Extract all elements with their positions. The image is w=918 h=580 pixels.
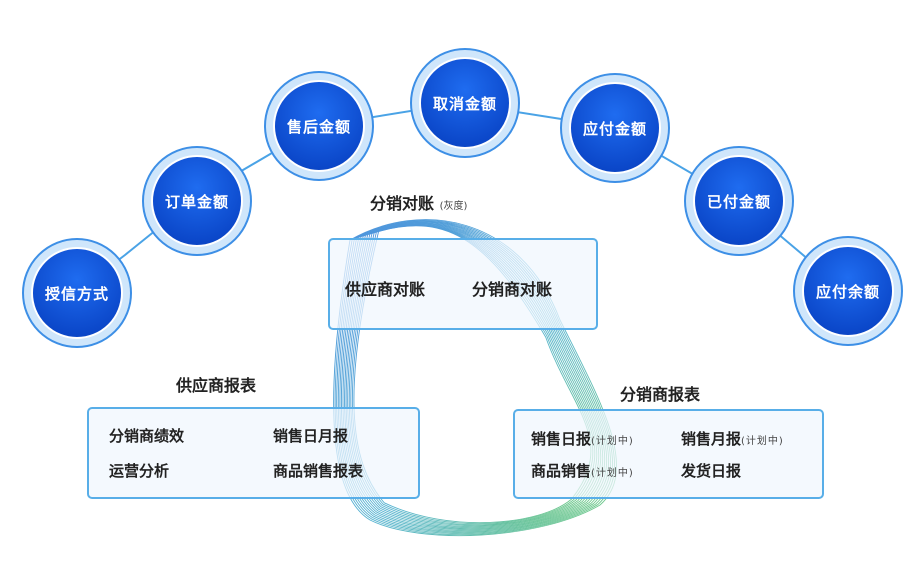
node-order-amount[interactable]: 订单金额 [142,146,252,256]
distributor-reports-title: 分销商报表 [620,385,701,404]
reconciliation-title-note: (灰度) [439,201,468,212]
supplier-reconciliation-item[interactable]: 供应商对账 [345,280,426,299]
node-label-credit-method: 授信方式 [31,247,123,339]
distributor-report-item[interactable]: 销售月报(计划中) [681,428,784,449]
distributor-report-item[interactable]: 发货日报 [681,460,741,481]
supplier-reports-panel [87,407,420,499]
reconciliation-title-text: 分销对账 [370,194,435,213]
node-label-payable-balance: 应付余额 [802,245,894,337]
node-cancel-amount[interactable]: 取消金额 [410,48,520,158]
distributor-report-note: (计划中) [591,436,634,447]
distributor-reconciliation-item[interactable]: 分销商对账 [472,280,553,299]
node-label-cancel-amount: 取消金额 [419,57,511,149]
distributor-report-label: 发货日报 [681,462,742,480]
node-payable-amount[interactable]: 应付金额 [560,73,670,183]
distributor-report-label: 商品销售 [531,462,592,480]
distributor-report-label: 销售月报 [681,430,742,448]
distributor-report-note: (计划中) [591,468,634,479]
supplier-report-item[interactable]: 销售日月报 [273,427,349,445]
supplier-report-item[interactable]: 商品销售报表 [273,462,364,480]
node-label-paid-amount: 已付金额 [693,155,785,247]
distributor-report-item[interactable]: 销售日报(计划中) [531,428,634,449]
node-label-payable-amount: 应付金额 [569,82,661,174]
node-paid-amount[interactable]: 已付金额 [684,146,794,256]
supplier-report-item[interactable]: 运营分析 [109,462,170,480]
distributor-reports-panel [513,409,824,499]
node-label-after-sales-amount: 售后金额 [273,80,365,172]
supplier-report-item[interactable]: 分销商绩效 [109,427,185,445]
node-credit-method[interactable]: 授信方式 [22,238,132,348]
reconciliation-panel [328,238,598,330]
node-payable-balance[interactable]: 应付余额 [793,236,903,346]
node-label-order-amount: 订单金额 [151,155,243,247]
node-after-sales-amount[interactable]: 售后金额 [264,71,374,181]
supplier-reports-title: 供应商报表 [176,376,257,395]
distributor-report-item[interactable]: 商品销售(计划中) [531,460,634,481]
reconciliation-title: 分销对账 (灰度) [370,190,467,214]
distributor-report-label: 销售日报 [531,430,592,448]
distributor-report-note: (计划中) [741,436,784,447]
